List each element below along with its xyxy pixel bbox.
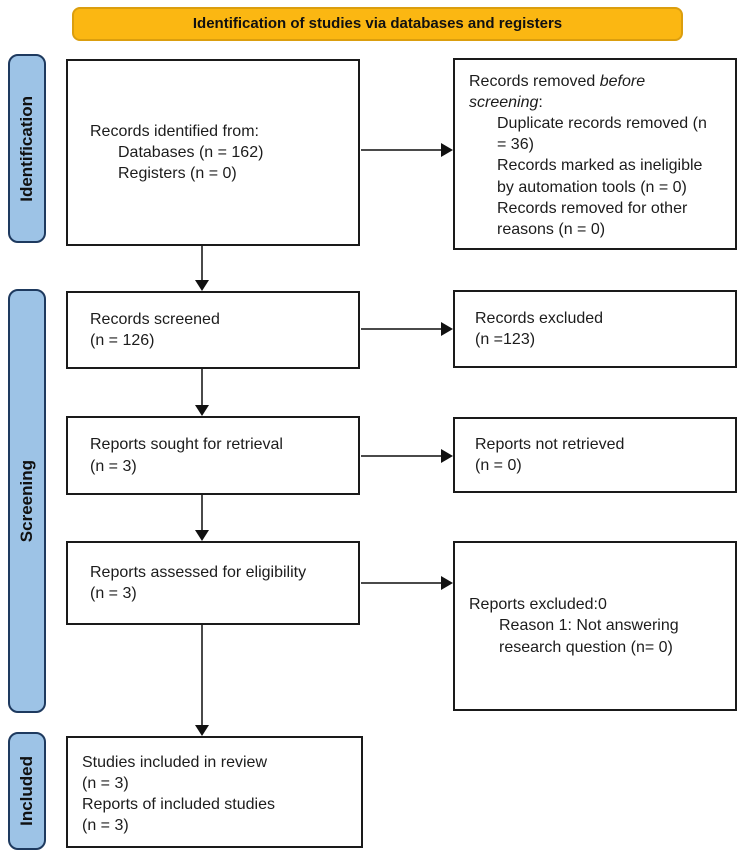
stage-identification: Identification [8,54,46,243]
arrow-line [361,455,442,457]
stage-included-label: Included [16,756,36,826]
arrow-screened-to-excluded [361,322,453,336]
arrow-head-down-icon [195,405,209,416]
arrow-head-down-icon [195,530,209,541]
arrow-line [361,328,442,330]
studies-included-count: (n = 3) [82,775,129,793]
arrow-assessed-to-reports-excluded [361,576,453,590]
box-studies-included: Studies included in review (n = 3) Repor… [66,736,363,848]
reports-included-line: Reports of included studies [82,796,275,814]
reports-assessed-count: (n = 3) [90,585,137,602]
box-records-screened: Records screened (n = 126) [66,291,360,369]
reports-not-retrieved-line1: Reports not retrieved [475,435,625,453]
arrow-identified-to-removed [361,143,453,157]
arrow-line [201,246,203,281]
reports-sought-line1: Reports sought for retrieval [90,436,283,454]
arrow-sought-to-assessed [195,495,209,541]
box-reports-excluded: Reports excluded:0 Reason 1: Not answeri… [453,541,737,711]
reports-excluded-title: Reports excluded:0 [469,596,607,614]
records-excluded-count: (n =123) [475,331,536,348]
reports-included-count: (n = 3) [82,817,129,835]
arrow-head-right-icon [441,322,453,336]
arrow-assessed-to-included [195,625,209,736]
reports-sought-count: (n = 3) [90,457,137,475]
reports-excluded-reason1: Reason 1: Not answering research questio… [499,617,679,656]
records-removed-duplicates: Duplicate records removed (n = 36) [497,115,707,154]
records-removed-title: Records removed before screening: [469,71,719,113]
arrow-head-right-icon [441,143,453,157]
records-removed-other: Records removed for other reasons (n = 0… [497,199,688,238]
records-removed-title-plain: Records removed [469,73,600,90]
box-records-removed: Records removed before screening: Duplic… [453,58,737,250]
box-reports-sought: Reports sought for retrieval (n = 3) [66,416,360,495]
arrow-sought-to-not-retrieved [361,449,453,463]
arrow-line [201,369,203,406]
arrow-line [361,582,442,584]
diagram-title: Identification of studies via databases … [192,15,563,33]
arrow-line [201,495,203,531]
box-reports-assessed: Reports assessed for eligibility (n = 3) [66,541,360,625]
arrow-identified-to-screened [195,246,209,291]
records-identified-databases: Databases (n = 162) [118,143,264,161]
arrow-line [361,149,442,151]
diagram-title-banner: Identification of studies via databases … [72,7,683,41]
arrow-head-down-icon [195,280,209,291]
arrow-screened-to-sought [195,369,209,416]
reports-assessed-line1: Reports assessed for eligibility [90,563,307,581]
stage-screening-label: Screening [16,459,36,543]
box-reports-not-retrieved: Reports not retrieved (n = 0) [453,417,737,493]
records-removed-title-italic: before screening [469,73,646,112]
records-screened-count: (n = 126) [90,332,155,349]
records-identified-registers: Registers (n = 0) [118,165,237,183]
box-records-excluded: Records excluded (n =123) [453,290,737,368]
records-removed-title-colon: : [538,94,543,112]
arrow-head-down-icon [195,725,209,736]
stage-screening: Screening [8,289,46,713]
arrow-line [201,625,203,726]
arrow-head-right-icon [441,449,453,463]
records-screened-line1: Records screened [90,310,220,328]
records-removed-automation: Records marked as ineligible by automati… [497,157,703,196]
records-identified-title: Records identified from: [90,122,259,140]
stage-identification-label: Identification [16,95,36,202]
records-excluded-line1: Records excluded [475,309,604,327]
box-records-identified: Records identified from: Databases (n = … [66,59,360,246]
studies-included-line1: Studies included in review [82,754,267,771]
arrow-head-right-icon [441,576,453,590]
reports-not-retrieved-count: (n = 0) [475,457,522,474]
stage-included: Included [8,732,46,850]
